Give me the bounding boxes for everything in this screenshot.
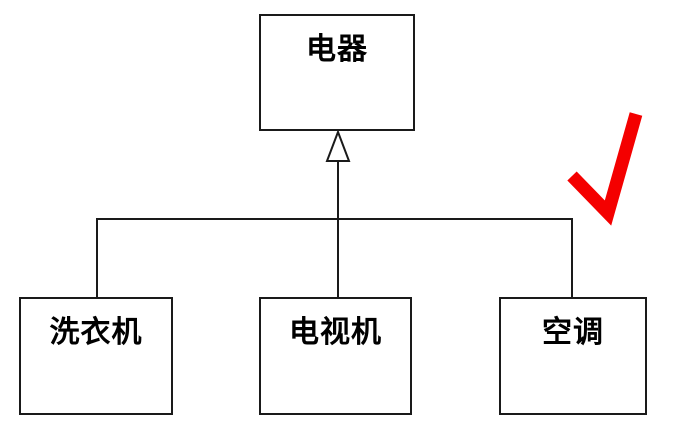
checkmark-icon (567, 112, 643, 226)
node-parent-label: 电器 (306, 33, 368, 66)
node-parent-appliance: 电器 (259, 14, 415, 131)
node-child-label: 洗衣机 (49, 316, 143, 349)
node-child-label: 电视机 (289, 316, 382, 349)
node-child-label: 空调 (542, 316, 604, 349)
generalization-arrow-icon (325, 129, 351, 162)
node-child-television: 电视机 (259, 297, 412, 415)
node-child-air-conditioner: 空调 (499, 297, 647, 415)
node-child-washing-machine: 洗衣机 (19, 297, 173, 415)
